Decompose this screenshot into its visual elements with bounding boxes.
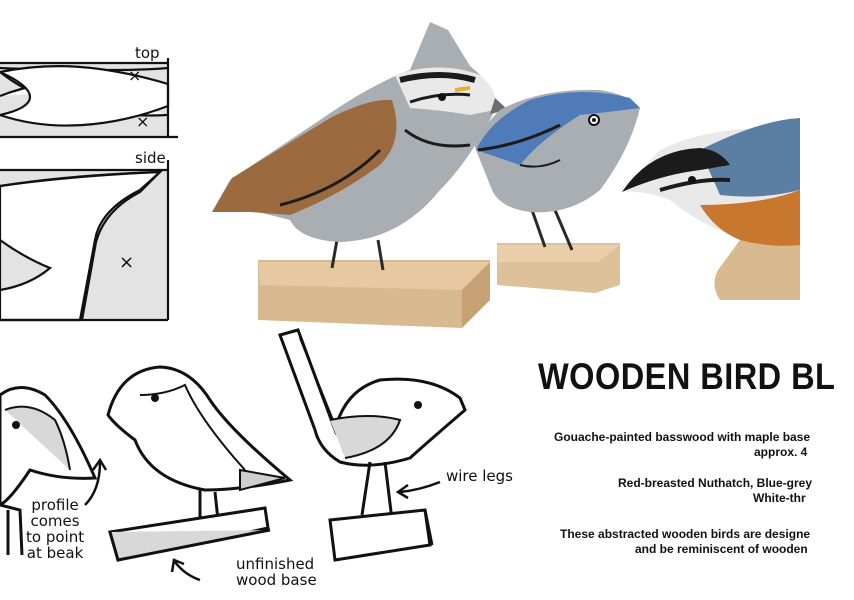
side-view-diagram xyxy=(0,160,170,322)
profile-note-line: comes xyxy=(30,512,80,530)
blue-grey-gnatcatcher-carving xyxy=(475,89,640,293)
species-text: Red-breasted Nuthatch, Blue-grey White-t… xyxy=(618,476,812,506)
white-throated-sparrow-carving xyxy=(212,22,508,328)
description-text: These abstracted wooden birds are design… xyxy=(560,527,810,557)
materials-text: Gouache-painted basswood with maple base… xyxy=(554,430,854,460)
profile-note: profile comes to point at beak xyxy=(26,497,84,561)
profile-note-line: to point xyxy=(26,528,85,546)
profile-note-line: at beak xyxy=(26,544,84,562)
profile-note-line: profile xyxy=(31,496,79,514)
materials-line: approx. 4 xyxy=(754,445,808,459)
x-mark-top-1: × xyxy=(128,66,142,85)
red-breasted-nuthatch-carving xyxy=(622,118,800,300)
base-note: unfinished wood base xyxy=(236,556,317,588)
materials-line: Gouache-painted basswood with maple base xyxy=(554,430,811,444)
sketch-bird-left xyxy=(0,386,98,556)
x-mark-top-2: × xyxy=(136,112,150,131)
annotation-arrows xyxy=(84,457,441,582)
side-view-label: side xyxy=(135,149,166,167)
description-line: These abstracted wooden birds are design… xyxy=(560,527,811,541)
wire-legs-note: wire legs xyxy=(446,467,514,485)
species-line: White-thr xyxy=(753,491,806,505)
description-line: and be reminiscent of wooden xyxy=(635,542,808,556)
base-note-line: unfinished xyxy=(236,555,315,573)
sketch-bird-right xyxy=(278,328,467,562)
top-view-diagram xyxy=(0,58,178,139)
top-view-label: top xyxy=(135,44,160,62)
x-mark-side: × xyxy=(119,252,135,273)
sketch-bird-center xyxy=(106,365,294,562)
base-note-line: wood base xyxy=(236,571,317,589)
poster-title: WOODEN BIRD BL xyxy=(538,356,836,397)
species-line: Red-breasted Nuthatch, Blue-grey xyxy=(618,476,813,490)
blueprint-sketches xyxy=(0,58,467,582)
wooden-birds-photo xyxy=(212,22,800,328)
